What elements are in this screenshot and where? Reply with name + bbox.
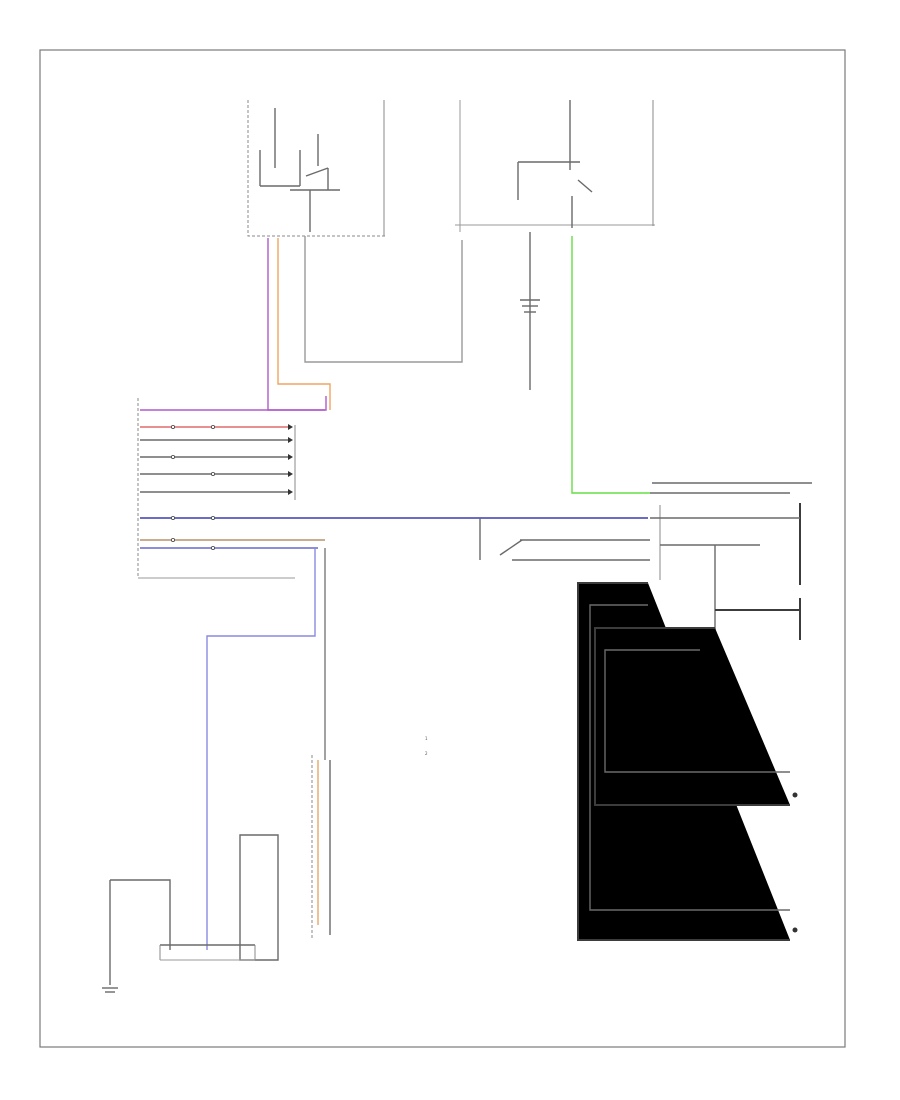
bottom-left-component bbox=[102, 834, 279, 993]
right-module bbox=[650, 503, 801, 640]
legend: 1 2 bbox=[425, 736, 428, 756]
wire-gray-link bbox=[304, 236, 463, 363]
legend-item-2: 2 bbox=[425, 751, 428, 756]
legend-item-1: 1 bbox=[425, 736, 428, 741]
right-lower-bus bbox=[577, 582, 798, 941]
mid-ground-column bbox=[520, 232, 540, 390]
mid-switch bbox=[479, 518, 650, 561]
top-left-switch-block bbox=[247, 100, 461, 237]
left-module bbox=[137, 398, 648, 579]
wire-blue-down bbox=[206, 548, 316, 950]
top-right-switch-block bbox=[455, 100, 655, 228]
diagram-frame bbox=[39, 49, 846, 1048]
wire-green bbox=[571, 236, 650, 494]
wire-orange-top bbox=[277, 238, 331, 410]
